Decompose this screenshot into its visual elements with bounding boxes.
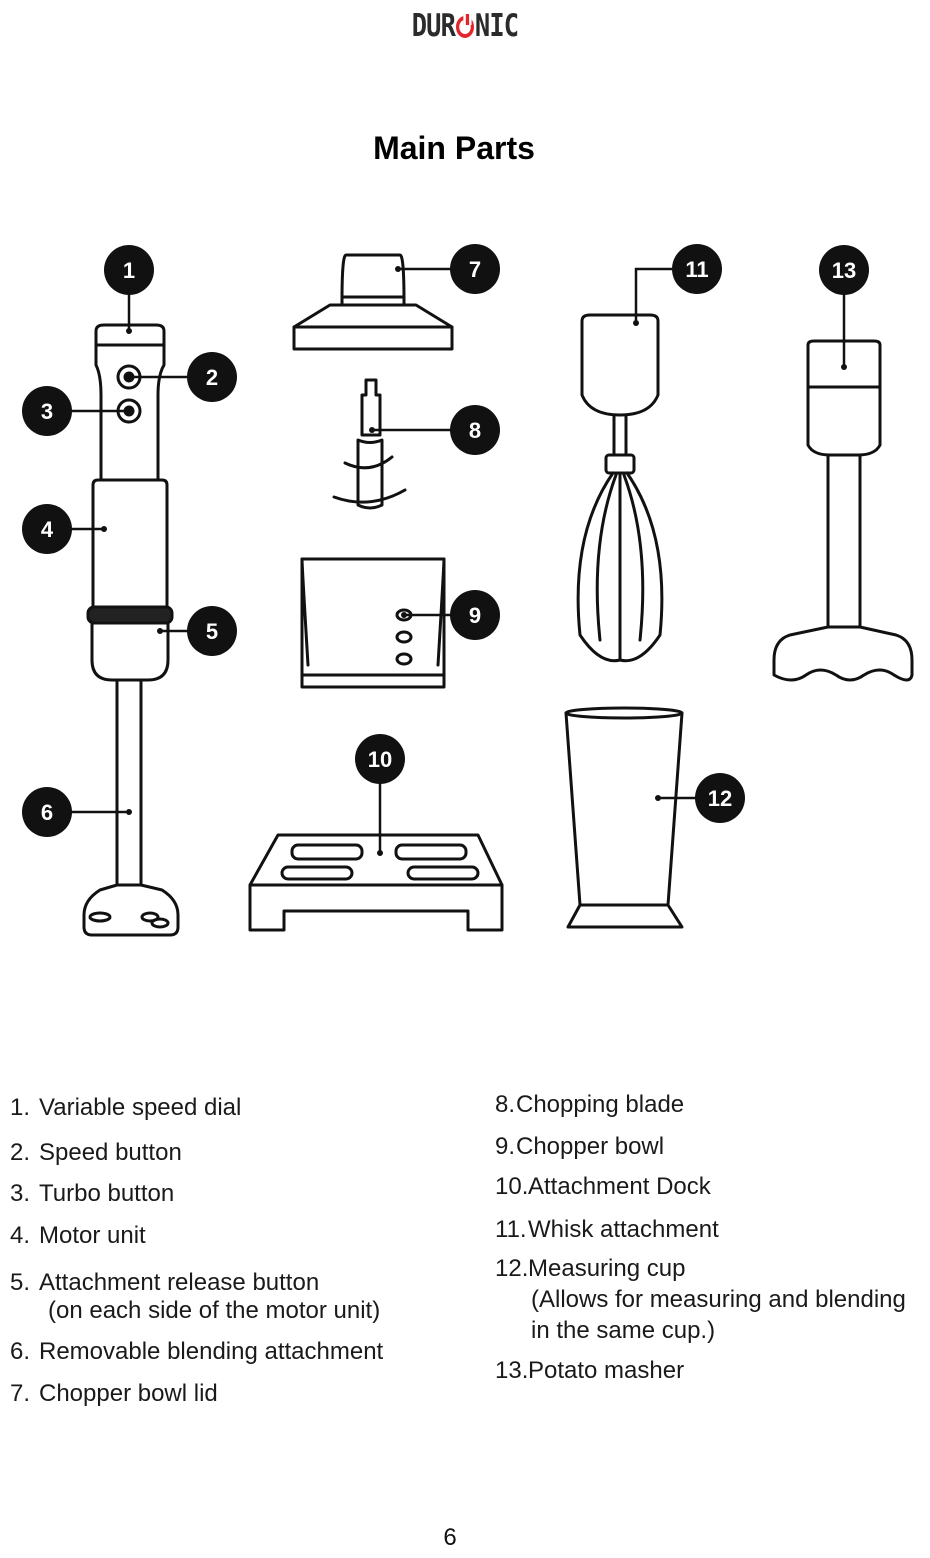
callout-2: 2: [187, 352, 237, 402]
svg-text:12: 12: [708, 786, 732, 811]
whisk-illustration: [576, 313, 664, 663]
list-item: 1.Variable speed dial: [10, 1094, 242, 1121]
chopper-bowl-illustration: [300, 557, 446, 689]
list-item: 6.Removable blending attachment: [10, 1338, 384, 1365]
list-item-note: in the same cup.): [531, 1317, 716, 1344]
logo-text-left: DUR: [411, 8, 456, 44]
list-item-note: (Allows for measuring and blending: [531, 1286, 906, 1313]
svg-text:13: 13: [832, 258, 856, 283]
list-item: 8.Chopping blade: [495, 1091, 685, 1118]
page-title: Main Parts: [373, 130, 535, 166]
callout-9: 9: [450, 590, 500, 640]
leader-lines: [70, 267, 846, 853]
callout-6: 6: [22, 787, 72, 837]
callout-5: 5: [187, 606, 237, 656]
hand-blender-illustration: [82, 323, 180, 937]
logo-text-right: NIC: [474, 8, 519, 44]
svg-text:9: 9: [469, 603, 481, 628]
callout-3: 3: [22, 386, 72, 436]
list-item-note: (on each side of the motor unit): [48, 1297, 381, 1324]
svg-text:8: 8: [469, 418, 481, 443]
callout-13: 13: [819, 245, 869, 295]
svg-text:3: 3: [41, 399, 53, 424]
svg-text:1: 1: [123, 258, 135, 283]
svg-text:11: 11: [685, 257, 708, 282]
attachment-dock-illustration: [248, 833, 504, 932]
list-item: 11.Whisk attachment: [495, 1216, 719, 1243]
leader-dots: [101, 266, 847, 856]
list-item: 10.Attachment Dock: [495, 1173, 711, 1200]
list-item: 3.Turbo button: [10, 1180, 175, 1207]
list-item: 13.Potato masher: [495, 1357, 685, 1384]
callout-1: 1: [104, 245, 154, 295]
callout-10: 10: [355, 734, 405, 784]
chopping-blade-illustration: [332, 378, 407, 510]
list-item: 4.Motor unit: [10, 1222, 146, 1249]
list-item: 5.Attachment release button: [10, 1269, 320, 1296]
svg-text:5: 5: [206, 619, 218, 644]
list-item: 9.Chopper bowl: [495, 1133, 665, 1160]
callout-11: 11: [672, 244, 722, 294]
svg-text:6: 6: [41, 800, 53, 825]
callout-4: 4: [22, 504, 72, 554]
svg-text:2: 2: [206, 365, 218, 390]
potato-masher-illustration: [772, 339, 914, 682]
page-number: 6: [443, 1524, 457, 1551]
parts-diagram: 1 2 3 4 5 6 7 8 9 10 11 12 13: [22, 244, 914, 937]
duronic-logo: DUR NIC: [84, 8, 847, 44]
callout-12: 12: [695, 773, 745, 823]
svg-text:7: 7: [469, 257, 481, 282]
svg-text:10: 10: [368, 747, 392, 772]
list-item: 7.Chopper bowl lid: [10, 1380, 218, 1407]
list-item: 12.Measuring cup: [495, 1255, 686, 1282]
callout-7: 7: [450, 244, 500, 294]
svg-text:4: 4: [41, 517, 54, 542]
list-item: 2.Speed button: [10, 1139, 182, 1166]
power-icon: [455, 14, 475, 38]
callout-8: 8: [450, 405, 500, 455]
chopper-lid-illustration: [292, 253, 454, 351]
measuring-cup-illustration: [564, 706, 684, 929]
